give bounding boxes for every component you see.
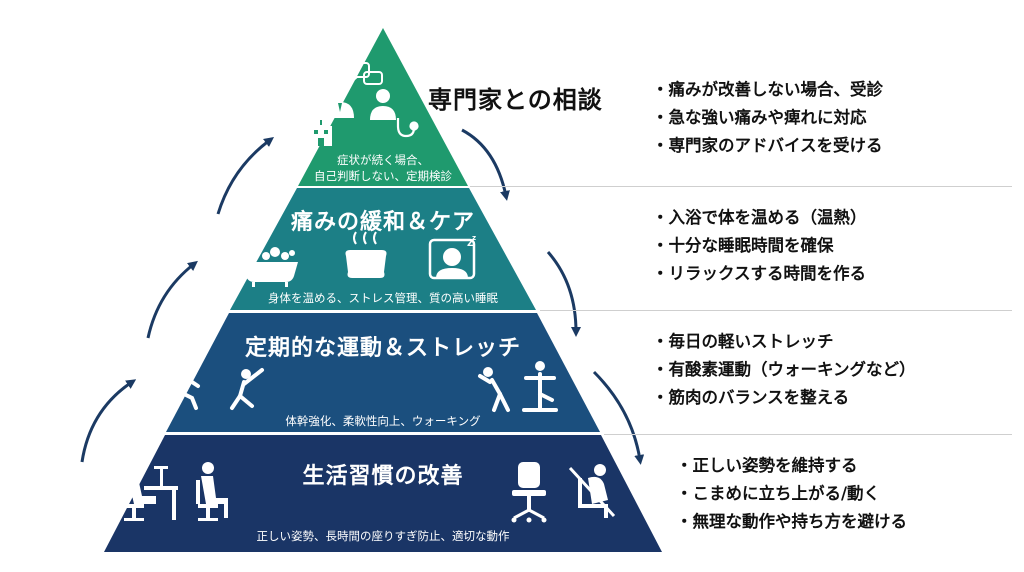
sitting-person-icon	[196, 462, 228, 521]
habits-bullet: こまめに立ち上がる/動く	[676, 480, 907, 508]
relief-bullets: 入浴で体を温める（温熱） 十分な睡眠時間を確保 リラックスする時間を作る	[652, 204, 867, 288]
level-relief-shape	[230, 188, 536, 310]
consult-bullet: 専門家のアドバイスを受ける	[652, 132, 883, 160]
hospital-icon	[310, 119, 332, 146]
stretching-person-icon	[230, 368, 264, 410]
habits-bullet: 無理な動作や持ち方を避ける	[676, 508, 908, 536]
level-habits-title: 生活習慣の改善	[302, 464, 464, 489]
exercise-bullets: 毎日の軽いストレッチ 有酸素運動（ウォーキングなど） 筋肉のバランスを整える	[652, 328, 916, 412]
chat-bubbles-icon	[346, 62, 383, 87]
arrow-exercise-to-habits	[592, 370, 645, 465]
running-person-icon	[168, 363, 200, 410]
level-consult-subtitle-line-2: 自己判断しない、定期検診	[314, 169, 452, 183]
level-relief-title: 痛みの緩和＆ケア	[290, 210, 475, 235]
level-exercise-shape	[166, 313, 600, 432]
stethoscope-icon	[396, 118, 419, 138]
arrow-exercise-to-relief	[146, 260, 198, 339]
habits-bullet: 正しい姿勢を維持する	[676, 452, 907, 480]
no-slouching-icon	[568, 464, 616, 518]
exercise-bullet: 有酸素運動（ウォーキングなど）	[652, 356, 916, 384]
consult-bullet: 痛みが改善しない場合、受診	[652, 76, 884, 104]
separator-line	[604, 434, 1012, 435]
exercise-bullet: 筋肉のバランスを整える	[652, 384, 916, 412]
side-stretch-person-icon	[478, 367, 510, 412]
habits-bullets: 正しい姿勢を維持する こまめに立ち上がる/動く 無理な動作や持ち方を避ける	[676, 452, 908, 536]
relief-bullet: 十分な睡眠時間を確保	[652, 232, 867, 260]
level-habits-subtitle: 正しい姿勢、長時間の座りすぎ防止、適切な動作	[256, 529, 510, 543]
level-consult-subtitle-line-1: 症状が続く場合、	[337, 153, 429, 167]
exercise-bullet: 毎日の軽いストレッチ	[652, 328, 916, 356]
arrow-habits-to-exercise	[80, 379, 137, 463]
svg-text:z: z	[472, 234, 476, 242]
desk-worker-icon	[124, 464, 178, 521]
doctor-icon	[326, 85, 354, 118]
level-exercise-subtitle: 体幹強化、柔軟性向上、ウォーキング	[285, 414, 481, 428]
level-consult-title: 専門家との相談	[428, 86, 603, 114]
arrow-relief-to-exercise	[546, 251, 581, 337]
office-chair-icon	[511, 462, 547, 523]
consult-bullets: 痛みが改善しない場合、受診 急な強い痛みや痺れに対応 専門家のアドバイスを受ける	[652, 76, 884, 160]
consult-bullet: 急な強い痛みや痺れに対応	[652, 104, 883, 132]
level-consult-subtitle: 症状が続く場合、 自己判断しない、定期検診	[303, 152, 463, 184]
balance-person-icon	[522, 361, 558, 412]
arrow-relief-to-consult	[216, 137, 275, 215]
separator-line	[470, 186, 1012, 187]
relief-bullet: 入浴で体を温める（温熱）	[652, 204, 867, 232]
bathtub-icon	[242, 236, 298, 287]
heat-pack-icon	[345, 231, 387, 278]
patient-icon	[370, 89, 396, 120]
relief-bullet: リラックスする時間を作る	[652, 260, 867, 288]
separator-line	[540, 310, 1012, 311]
level-exercise-title: 定期的な運動＆ストレッチ	[244, 336, 521, 361]
sleeping-person-icon: Z z	[428, 234, 476, 280]
svg-text:Z: Z	[467, 239, 474, 249]
level-relief-subtitle: 身体を温める、ストレス管理、質の高い睡眠	[268, 291, 498, 305]
